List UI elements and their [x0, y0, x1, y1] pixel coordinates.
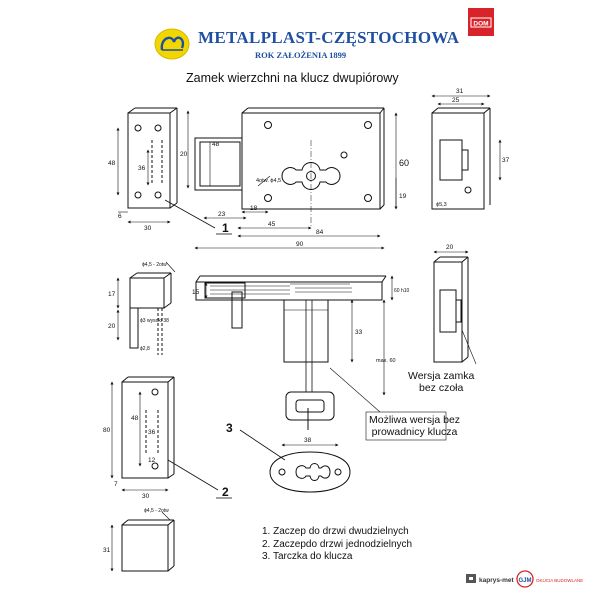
dim-s2-31: 31 [103, 547, 111, 554]
brand-header: METALPLAST-CZĘSTOCHOWA ROK ZAŁOŻENIA 189… [150, 24, 459, 68]
strike-plate-1-side [116, 261, 176, 355]
dim-s1-36: 36 [138, 165, 146, 172]
note-bez-czola: Wersja zamka bez czoła [408, 370, 474, 394]
dim-s1-20: 20 [108, 323, 116, 330]
note-bez-czola-line-2: bez czoła [418, 382, 464, 394]
dim-s1-holes: ϕ4,5 - 2otw [142, 262, 167, 268]
note-bez-prowadnicy-line-2: prowadnicy klucza [371, 426, 458, 438]
dim-23: 23 [218, 211, 226, 218]
dim-sec-max60: max. 60 [376, 358, 396, 364]
dim-19: 19 [399, 193, 407, 200]
note-box-outline [365, 411, 447, 441]
kaprys-met-logo-icon [466, 574, 476, 583]
brand-name: METALPLAST-CZĘSTOCHOWA [198, 28, 460, 47]
dim-s2-holes: ϕ4,5 - 2otw [144, 508, 169, 514]
dim-s2-36: 36 [148, 429, 156, 436]
dim-s1-6: 6 [118, 213, 122, 220]
strike-plate-2-front [110, 376, 219, 492]
kaprys-met-logo-text: kaprys-met [479, 577, 515, 584]
legend-item-3: 3. Tarczka do klucza [262, 551, 353, 562]
page-title: Zamek wierzchni na klucz dwupiórowy [186, 71, 399, 85]
dim-sv-31: 31 [456, 88, 464, 95]
gjm-logo-text: GJM [518, 578, 531, 584]
strike-plate-2-side [110, 511, 175, 572]
dim-sv-53: ϕ5,3 [436, 202, 447, 208]
brand-subtitle: ROK ZAŁOŻENIA 1899 [255, 50, 347, 60]
dim-s2-30: 30 [142, 493, 150, 500]
callout-1: 1 [222, 221, 229, 235]
callout-2: 2 [222, 485, 229, 499]
lock-body-front [186, 107, 398, 250]
note-bez-czola-line-1: Wersja zamka [408, 370, 475, 382]
dim-sv-25: 25 [452, 97, 460, 104]
parts-legend: 1. Zaczep do drzwi dwudzielnych 2. Zacze… [262, 526, 412, 564]
lock-side-view [431, 94, 502, 210]
dim-20: 20 [180, 151, 188, 158]
dim-keyhole: 4otw. ϕ4,5 [256, 178, 281, 184]
dim-45: 45 [268, 221, 276, 228]
legend-item-1: 1. Zaczep do drzwi dwudzielnych [262, 526, 409, 537]
dim-s2-7: 7 [114, 481, 118, 488]
brand-logo-icon [154, 28, 190, 60]
dim-sec-15: 15 [192, 289, 200, 296]
note-bez-prowadnicy-line-1: Możliwa wersja bez [369, 414, 461, 426]
gjm-logo-icon [516, 570, 534, 588]
dim-escutcheon-38: 38 [304, 437, 312, 444]
dim-s2-80: 80 [103, 427, 111, 434]
version-without-faceplate-view [433, 250, 477, 365]
dim-90: 90 [296, 241, 304, 248]
legend-item-2: 2. Zaczepdo drzwi jednodzielnych [262, 538, 413, 550]
dim-s1-wys: ϕ3 wysoki 38 [140, 318, 169, 324]
dom-logo-icon: DOM [468, 8, 494, 36]
dim-sec-33: 33 [355, 329, 363, 336]
gjm-logo-caption: OKUCIA BUDOWLANE [536, 578, 583, 583]
dom-logo-text: DOM [473, 21, 488, 28]
dim-s1-30: 30 [144, 225, 152, 232]
dim-wersja-20: 20 [446, 244, 454, 251]
dim-48-front: 48 [212, 141, 220, 148]
dim-s2-12: 12 [148, 457, 156, 464]
lock-section-view [195, 275, 394, 430]
dim-s2-48: 48 [131, 415, 139, 422]
escutcheon-plate [239, 429, 351, 493]
dim-sv-37: 37 [502, 157, 510, 164]
dim-60: 60 [399, 158, 409, 168]
dim-sec-60h10: 60 h10 [394, 288, 410, 294]
note-bez-prowadnicy: Możliwa wersja bez prowadnicy klucza [369, 414, 460, 438]
dim-84: 84 [316, 229, 324, 236]
dim-s1-28: ϕ2,8 [140, 346, 150, 352]
dim-18: 18 [250, 205, 258, 212]
callout-3: 3 [226, 421, 233, 435]
dim-s1-17: 17 [108, 291, 116, 298]
strike-plate-1-front [116, 107, 216, 229]
dim-s1-48: 48 [108, 160, 116, 167]
